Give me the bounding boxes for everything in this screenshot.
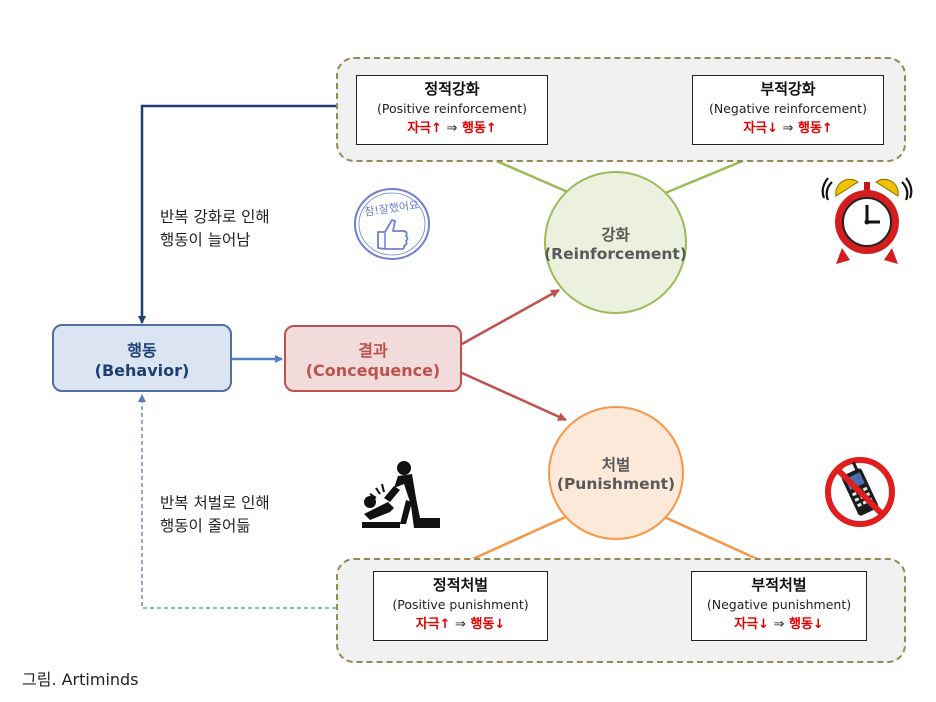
negative-reinforcement-formula: 자극↓ ⇒ 행동↑ — [693, 117, 883, 136]
formula-arrow: ⇒ — [773, 617, 785, 632]
formula-arrow: ⇒ — [782, 121, 794, 136]
behavior-node: 행동 (Behavior) — [52, 324, 232, 392]
formula-stimulus: 자극↑ — [407, 121, 443, 136]
behavior-subtitle: (Behavior) — [94, 360, 190, 380]
thumbs-up-stamp-icon: 참!잘했어요 — [354, 188, 430, 260]
negative-reinforcement-english: (Negative reinforcement) — [709, 101, 867, 116]
reinforcement-title: 강화 — [601, 225, 630, 244]
positive-punishment-english: (Positive punishment) — [392, 597, 529, 612]
consequence-subtitle: (Concequence) — [305, 361, 441, 380]
punishment-node: 처벌 (Punishment) — [548, 406, 684, 540]
reinforcement-subtitle: (Reinforcement) — [544, 244, 687, 263]
formula-arrow: ⇒ — [446, 121, 458, 136]
consequence-to-reinforcement-arrow — [461, 288, 560, 346]
reinforcement-feedback-arrow — [138, 104, 336, 324]
negative-punishment-title: 부적처벌 — [751, 576, 807, 594]
punishment-feedback-arrow — [138, 394, 336, 609]
consequence-to-punishment-arrow — [461, 371, 567, 422]
negative-reinforcement-title: 부적강화 — [760, 80, 816, 98]
positive-punishment-formula: 자극↑ ⇒ 행동↓ — [374, 613, 547, 632]
reinforcement-note-line2: 행동이 늘어남 — [160, 231, 251, 249]
positive-reinforcement-box: 정적강화 (Positive reinforcement) 자극↑ ⇒ 행동↑ — [356, 75, 548, 145]
formula-stimulus: 자극↓ — [743, 121, 779, 136]
punishment-subtitle: (Punishment) — [556, 475, 676, 493]
positive-punishment-title: 정적처벌 — [432, 576, 489, 594]
formula-response: 행동↑ — [461, 121, 497, 136]
positive-reinforcement-formula: 자극↑ ⇒ 행동↑ — [357, 117, 547, 136]
punishment-note-line2: 행동이 줄어듦 — [160, 517, 251, 535]
punishment-note-line1: 반복 처벌로 인해 — [160, 494, 270, 512]
formula-response: 행동↓ — [470, 617, 506, 632]
consequence-node: 결과 (Concequence) — [284, 325, 462, 392]
positive-reinforcement-title: 정적강화 — [424, 80, 480, 98]
reinforcement-note: 반복 강화로 인해 행동이 늘어남 — [160, 206, 270, 252]
no-phone-icon — [825, 457, 895, 527]
formula-stimulus: 자극↓ — [734, 617, 770, 632]
punishment-note: 반복 처벌로 인해 행동이 줄어듦 — [160, 492, 270, 538]
consequence-title: 결과 — [358, 341, 388, 360]
positive-punishment-box: 정적처벌 (Positive punishment) 자극↑ ⇒ 행동↓ — [373, 571, 548, 641]
punishment-title: 처벌 — [601, 456, 631, 474]
negative-punishment-box: 부적처벌 (Negative punishment) 자극↓ ⇒ 행동↓ — [691, 571, 867, 641]
figure-caption: 그림. Artiminds — [22, 670, 139, 689]
reinforcement-node: 강화 (Reinforcement) — [544, 171, 687, 314]
negative-reinforcement-box: 부적강화 (Negative reinforcement) 자극↓ ⇒ 행동↑ — [692, 75, 884, 145]
formula-response: 행동↑ — [797, 121, 833, 136]
negative-punishment-formula: 자극↓ ⇒ 행동↓ — [692, 613, 866, 632]
fallen-person-icon — [362, 461, 440, 528]
formula-arrow: ⇒ — [455, 617, 466, 632]
negative-punishment-english: (Negative punishment) — [706, 597, 852, 612]
formula-stimulus: 자극↑ — [415, 617, 451, 632]
alarm-clock-icon — [821, 177, 913, 264]
formula-response: 행동↓ — [788, 617, 824, 632]
reinforcement-note-line1: 반복 강화로 인해 — [160, 208, 270, 226]
positive-reinforcement-english: (Positive reinforcement) — [376, 101, 528, 116]
behavior-title: 행동 — [127, 340, 157, 360]
